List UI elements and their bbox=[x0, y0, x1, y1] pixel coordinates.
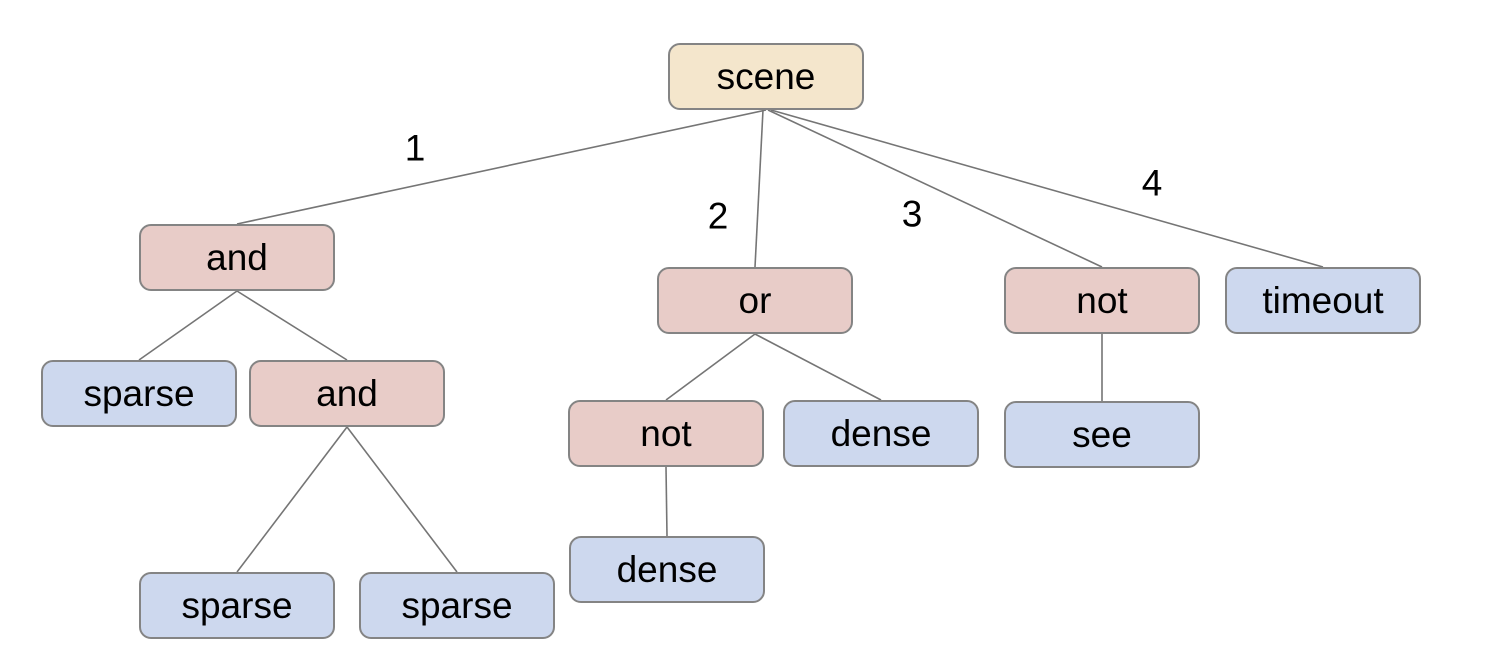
node-scene: scene bbox=[668, 43, 864, 110]
node-dense-2: dense bbox=[569, 536, 765, 603]
node-not-1: not bbox=[1004, 267, 1200, 334]
node-and-2: and bbox=[249, 360, 445, 427]
edge-or1-dense1 bbox=[754, 333, 882, 401]
edge-and1-sparse1 bbox=[138, 290, 238, 361]
node-dense-1: dense bbox=[783, 400, 979, 467]
edge-and2-sparse3 bbox=[346, 426, 458, 573]
node-see: see bbox=[1004, 401, 1200, 468]
edge-scene-not1 bbox=[767, 109, 1103, 268]
edge-not2-dense2 bbox=[665, 466, 668, 537]
edge-and2-sparse2 bbox=[236, 426, 348, 573]
edge-label-1: 1 bbox=[404, 127, 426, 169]
edge-label-4: 4 bbox=[1141, 162, 1163, 204]
edge-or1-not2 bbox=[665, 333, 756, 401]
node-timeout: timeout bbox=[1225, 267, 1421, 334]
edge-label-2: 2 bbox=[707, 195, 729, 237]
node-and-1: and bbox=[139, 224, 335, 291]
node-sparse-1: sparse bbox=[41, 360, 237, 427]
edge-label-3: 3 bbox=[901, 193, 923, 235]
edge-scene-timeout bbox=[770, 109, 1324, 268]
edge-scene-and1 bbox=[236, 109, 767, 225]
node-sparse-3: sparse bbox=[359, 572, 555, 639]
edge-and1-and2 bbox=[236, 290, 348, 361]
edge-scene-or1 bbox=[754, 109, 764, 268]
node-not-2: not bbox=[568, 400, 764, 467]
node-sparse-2: sparse bbox=[139, 572, 335, 639]
node-or-1: or bbox=[657, 267, 853, 334]
